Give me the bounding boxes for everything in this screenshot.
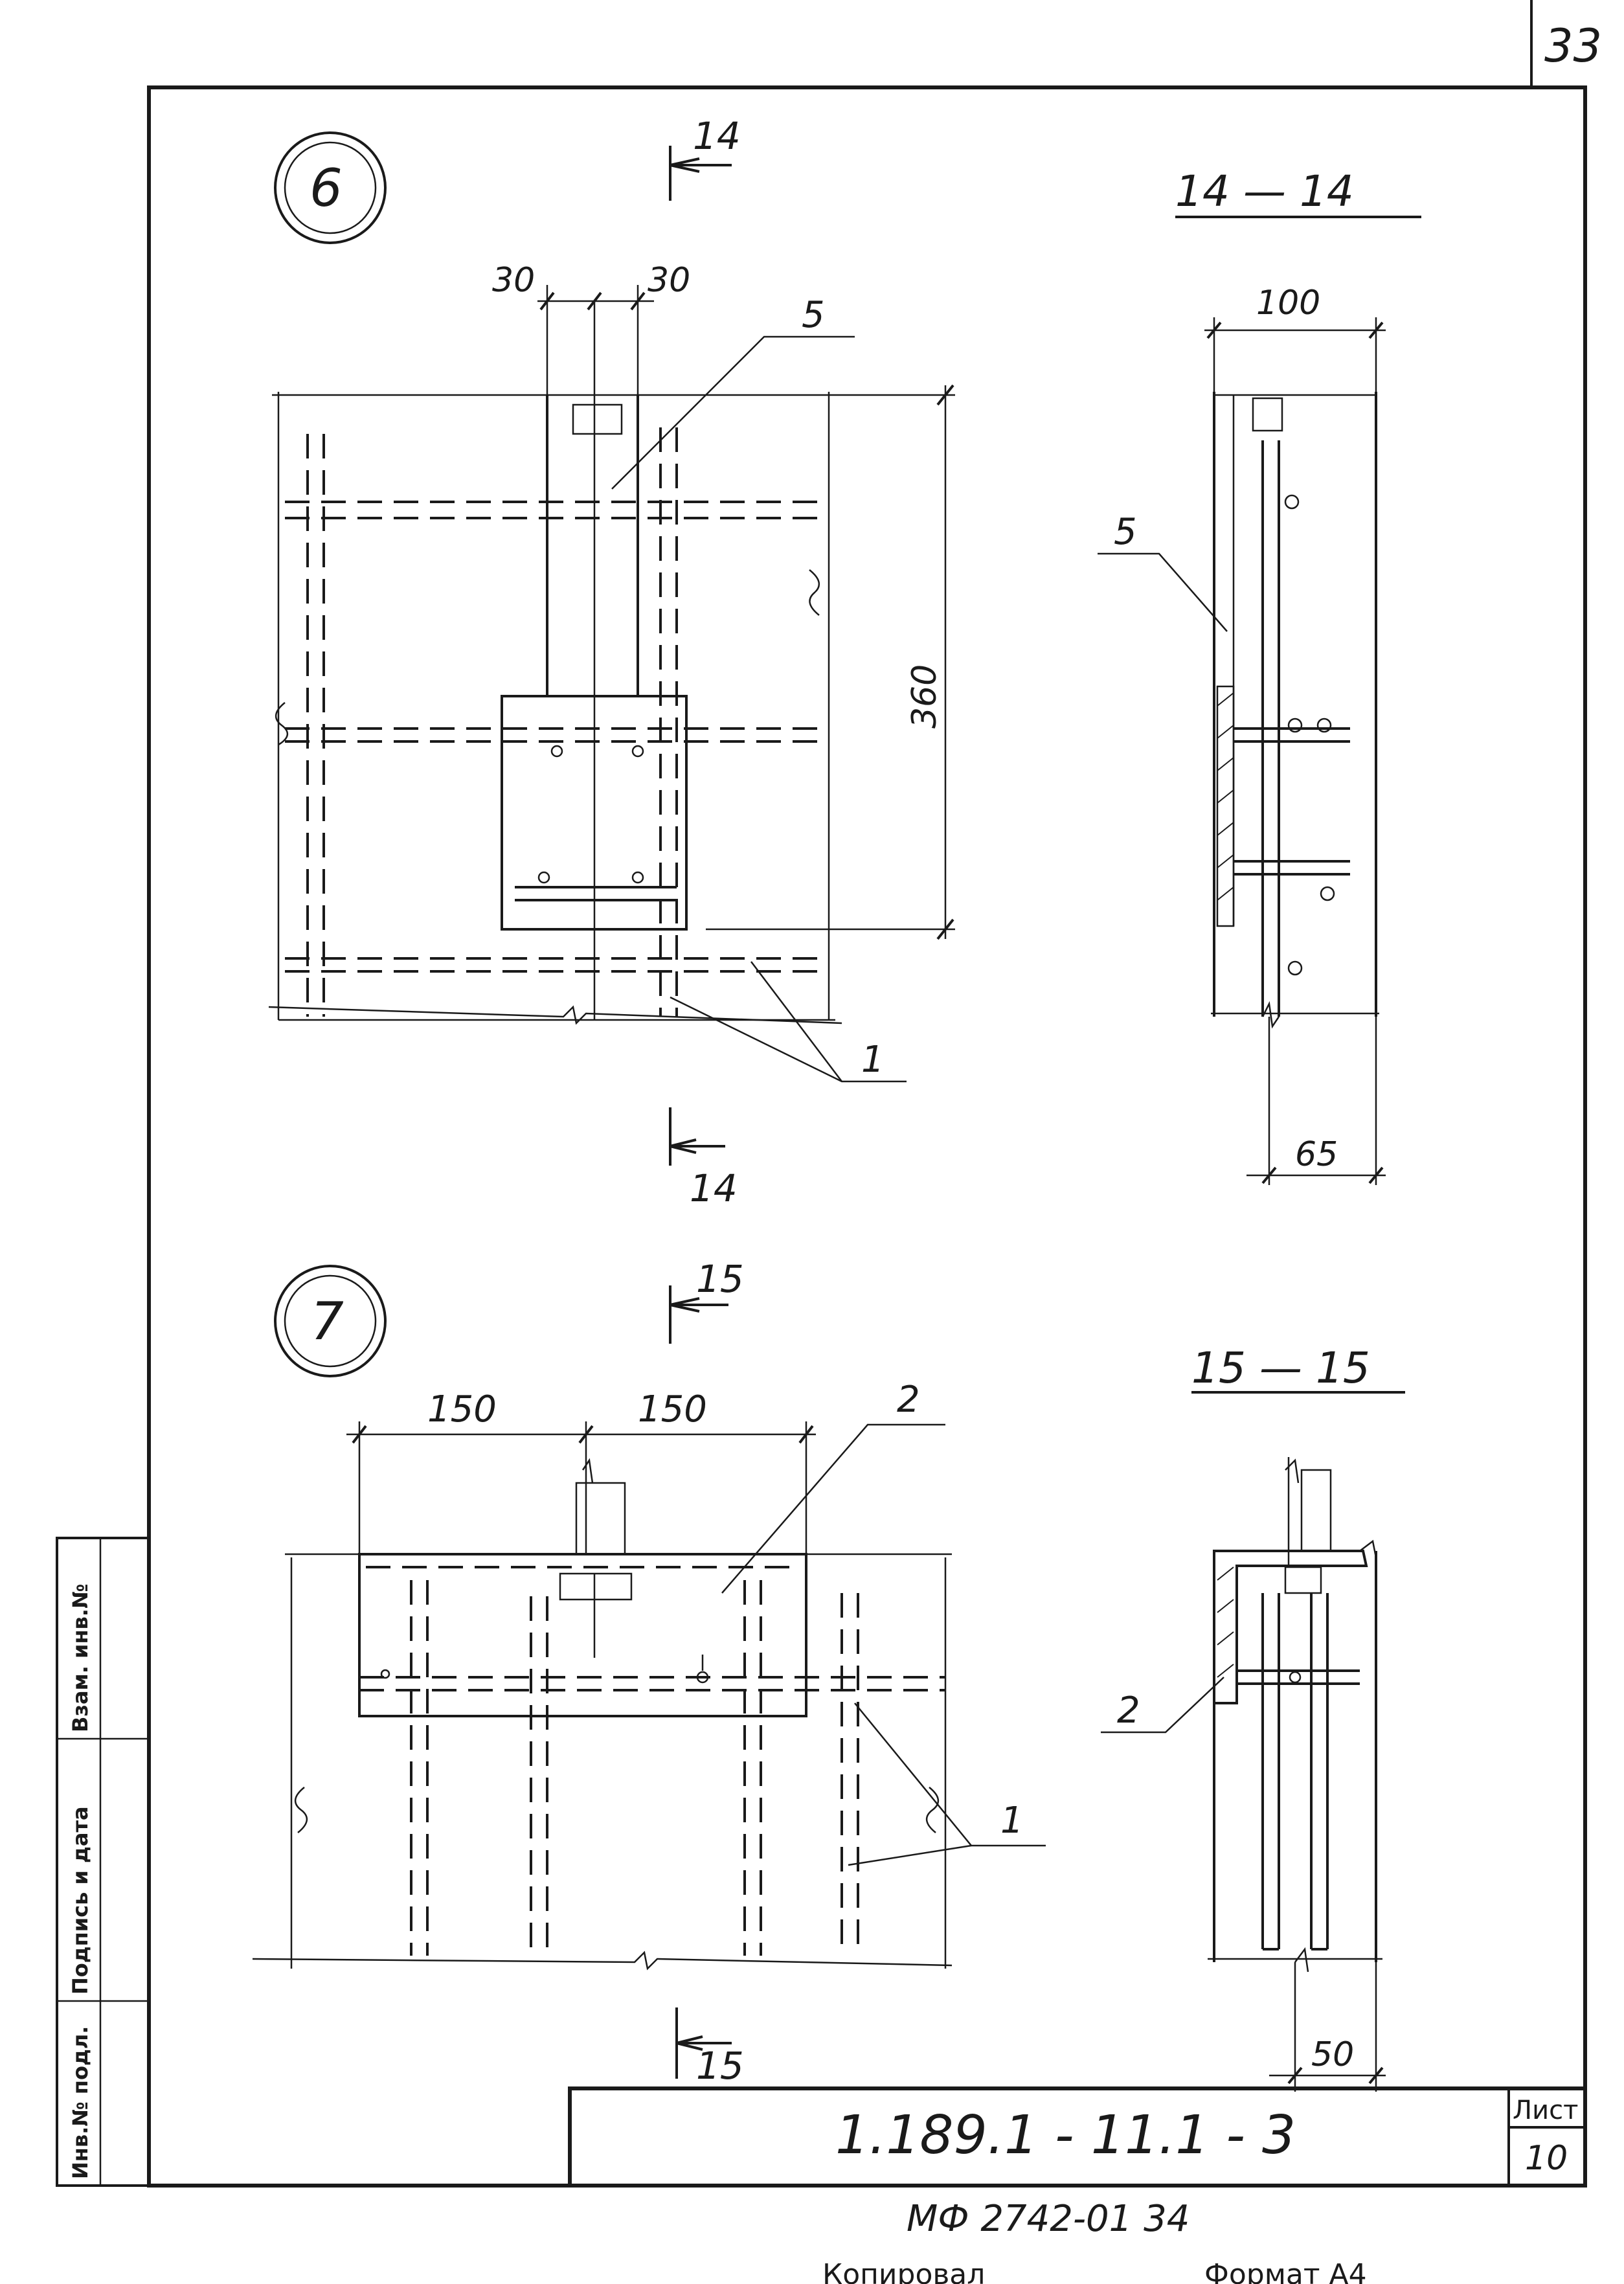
document-code: 1.189.1 - 11.1 - 3 <box>835 2105 1296 2166</box>
bottom-copied: Копировал <box>822 2258 985 2284</box>
side-stamp-inv-podl: Инв.№ подл. <box>68 2026 93 2179</box>
section-14-dim-65: 65 <box>1295 1135 1338 1174</box>
node-6-cut-marks <box>669 146 732 1166</box>
node-7-dim-150-left: 150 <box>427 1388 497 1430</box>
bottom-code: МФ 2742-01 34 <box>907 2198 1190 2240</box>
node-6-number: 6 <box>310 158 343 218</box>
node-7-cut-bottom-label: 15 <box>696 2044 744 2088</box>
node-6-dim-30-right: 30 <box>648 261 690 300</box>
bottom-format: Формат А4 <box>1204 2258 1367 2284</box>
title-block <box>568 2086 1587 2188</box>
node-6-pos-5: 5 <box>802 294 825 336</box>
node-7-plan <box>252 1421 1046 1971</box>
node-7-dim-150-right: 150 <box>638 1388 707 1430</box>
section-14-view <box>1098 317 1386 1185</box>
section-14-pos-5: 5 <box>1114 511 1137 553</box>
side-stamp: Инв.№ подл. Подпись и дата Взам. инв.№ <box>56 1537 150 2187</box>
node-7-cut-marks <box>669 1285 732 2079</box>
corner-page-number: 33 <box>1544 19 1602 73</box>
node-7-pos-2: 2 <box>897 1379 920 1421</box>
side-stamp-vzam-inv: Взам. инв.№ <box>68 1584 93 1732</box>
node-6-plan <box>268 285 955 1083</box>
section-14-title: 14 — 14 <box>1175 166 1354 216</box>
sheet-label: Лист <box>1513 2096 1578 2125</box>
sheet-frame <box>147 0 1587 2188</box>
node-7-pos-1: 1 <box>1000 1800 1024 1842</box>
node-7-number: 7 <box>311 1291 344 1351</box>
node-6-cut-top-label: 14 <box>693 114 741 158</box>
node-6-pos-1: 1 <box>861 1039 885 1081</box>
node-7-marker <box>274 1265 387 1377</box>
node-6-dim-360: 360 <box>905 664 944 729</box>
section-15-pos-2: 2 <box>1117 1690 1140 1732</box>
node-6-marker <box>274 131 387 244</box>
sheet-number: 10 <box>1525 2139 1568 2178</box>
node-6-cut-bottom-label: 14 <box>690 1166 738 1210</box>
section-15-view <box>1101 1457 1386 2092</box>
section-14-dim-100: 100 <box>1256 284 1320 322</box>
node-7-cut-top-label: 15 <box>696 1257 744 1301</box>
section-15-title: 15 — 15 <box>1191 1343 1370 1393</box>
node-6-dim-30-left: 30 <box>492 261 535 300</box>
side-stamp-podpis-data: Подпись и дата <box>68 1806 93 1995</box>
section-15-dim-50: 50 <box>1311 2035 1354 2074</box>
